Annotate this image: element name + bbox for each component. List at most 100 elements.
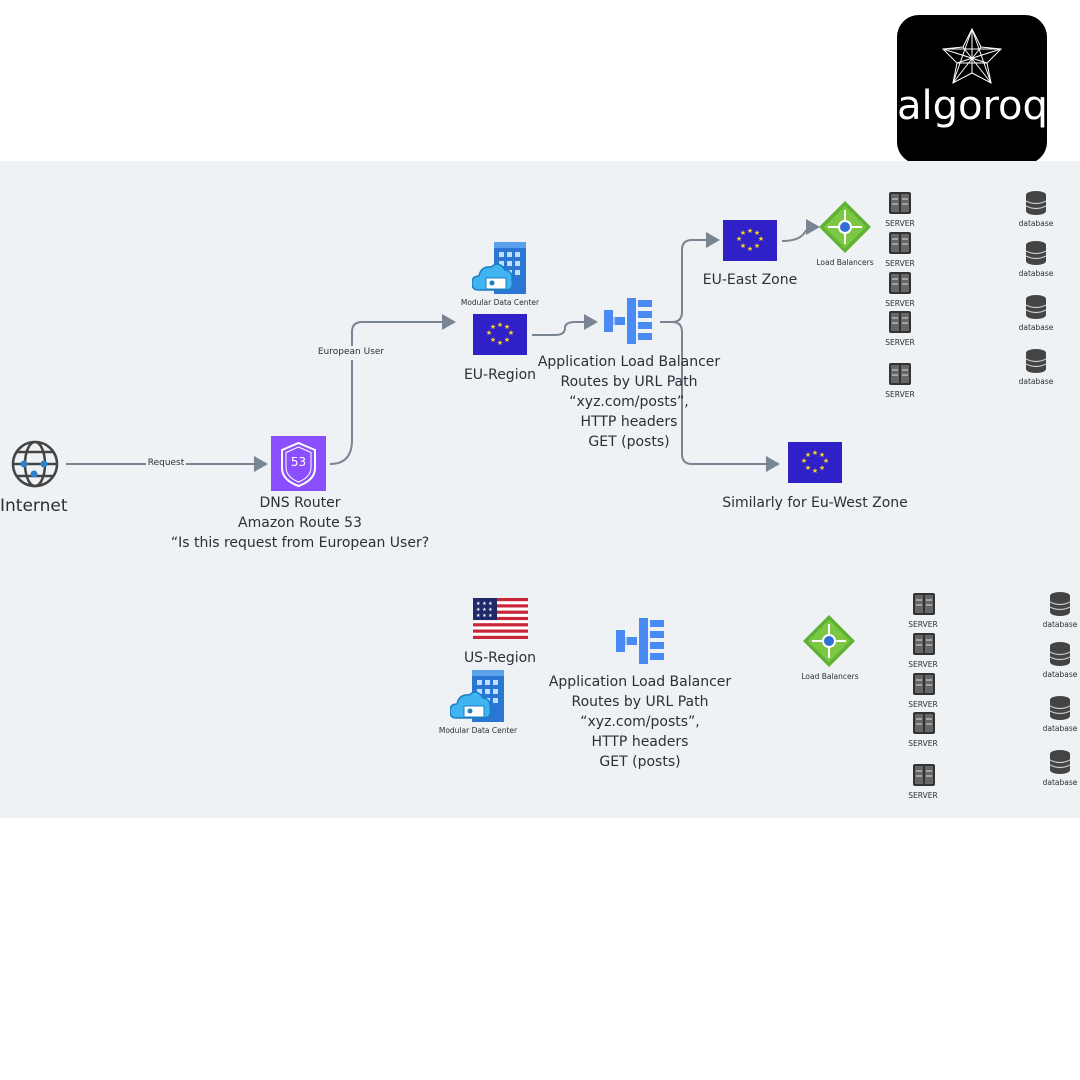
svg-text:★: ★ bbox=[497, 321, 503, 329]
arrow-alb-to-eu-east bbox=[660, 232, 720, 323]
us-alb-title: Application Load Balancer bbox=[548, 674, 732, 690]
modular-data-center-icon bbox=[472, 242, 526, 294]
load-balancer-icon bbox=[819, 201, 871, 253]
algoroq-logo: algoroq bbox=[897, 15, 1048, 164]
database-label: database bbox=[1042, 724, 1078, 733]
svg-text:★: ★ bbox=[754, 242, 760, 250]
server-label: SERVER bbox=[885, 259, 915, 268]
svg-text:★: ★ bbox=[740, 242, 746, 250]
server-label: SERVER bbox=[908, 660, 938, 669]
server-icon bbox=[913, 764, 935, 786]
european-user-label: European User bbox=[317, 347, 385, 357]
svg-text:★: ★ bbox=[819, 451, 825, 459]
eu-alb-headers: HTTP headers bbox=[580, 414, 678, 430]
svg-text:★: ★ bbox=[747, 245, 753, 253]
alb-icon bbox=[604, 298, 652, 344]
svg-text:★: ★ bbox=[486, 329, 492, 337]
arrow-dns-to-eu-region bbox=[329, 314, 456, 465]
svg-text:★: ★ bbox=[747, 227, 753, 235]
svg-text:★ ★ ★: ★ ★ ★ bbox=[476, 613, 493, 619]
server-label: SERVER bbox=[885, 390, 915, 399]
server-icon bbox=[889, 232, 911, 254]
svg-text:★ ★ ★: ★ ★ ★ bbox=[476, 607, 493, 613]
svg-text:★: ★ bbox=[801, 457, 807, 465]
svg-text:★: ★ bbox=[740, 229, 746, 237]
globe-icon bbox=[11, 440, 59, 488]
dns-route53-label: Amazon Route 53 bbox=[238, 515, 362, 531]
arrow-alb-to-eu-west bbox=[660, 321, 780, 472]
database-label: database bbox=[1042, 778, 1078, 787]
svg-text:★: ★ bbox=[819, 464, 825, 472]
server-label: SERVER bbox=[908, 700, 938, 709]
svg-text:★: ★ bbox=[758, 235, 764, 243]
arrow-eu-region-to-alb bbox=[532, 314, 598, 336]
database-label: database bbox=[1018, 219, 1054, 228]
database-label: database bbox=[1018, 269, 1054, 278]
server-label: SERVER bbox=[885, 219, 915, 228]
us-alb-routes: Routes by URL Path bbox=[571, 694, 709, 710]
svg-text:★: ★ bbox=[812, 449, 818, 457]
database-icon bbox=[1050, 750, 1070, 774]
us-alb-headers: HTTP headers bbox=[591, 734, 689, 750]
eu-west-flag-icon: ★★★ ★★★ ★★ bbox=[788, 442, 842, 483]
svg-text:★: ★ bbox=[805, 464, 811, 472]
server-label: SERVER bbox=[908, 791, 938, 800]
server-icon bbox=[913, 712, 935, 734]
server-icon bbox=[889, 192, 911, 214]
svg-text:★: ★ bbox=[736, 235, 742, 243]
us-flag-icon: ★ ★ ★★ ★ ★★ ★ ★ bbox=[473, 598, 528, 639]
svg-text:★: ★ bbox=[508, 329, 514, 337]
eu-flag-icon: ★★★ ★★★ ★★ bbox=[473, 314, 527, 355]
arrow-eu-east-to-lb bbox=[781, 219, 820, 242]
svg-text:★ ★ ★: ★ ★ ★ bbox=[476, 601, 493, 607]
database-icon bbox=[1050, 642, 1070, 666]
database-icon bbox=[1026, 295, 1046, 319]
server-label: SERVER bbox=[908, 620, 938, 629]
server-label: SERVER bbox=[908, 739, 938, 748]
us-modular-dc-label: Modular Data Center bbox=[438, 726, 518, 735]
load-balancer-icon bbox=[803, 615, 855, 667]
svg-text:★: ★ bbox=[490, 336, 496, 344]
database-label: database bbox=[1042, 670, 1078, 679]
database-icon bbox=[1050, 592, 1070, 616]
svg-text:★: ★ bbox=[823, 457, 829, 465]
database-label: database bbox=[1018, 377, 1054, 386]
server-label: SERVER bbox=[885, 338, 915, 347]
database-label: database bbox=[1042, 620, 1078, 629]
logo-text: algoroq bbox=[897, 83, 1048, 129]
database-icon bbox=[1026, 191, 1046, 215]
route53-badge: 53 bbox=[290, 455, 307, 469]
server-icon bbox=[913, 673, 935, 695]
dns-router-label: DNS Router bbox=[259, 495, 341, 511]
eu-east-zone-label: EU-East Zone bbox=[702, 272, 798, 288]
us-alb-get: GET (posts) bbox=[599, 754, 681, 770]
database-icon bbox=[1050, 696, 1070, 720]
diagram-canvas bbox=[0, 161, 1080, 818]
internet-label: Internet bbox=[0, 496, 68, 516]
eu-load-balancers-label: Load Balancers bbox=[816, 258, 874, 267]
eu-alb-path: “xyz.com/posts”, bbox=[569, 394, 689, 410]
database-label: database bbox=[1018, 323, 1054, 332]
us-region-label: US-Region bbox=[463, 650, 537, 666]
eu-west-zone-label: Similarly for Eu-West Zone bbox=[722, 495, 908, 511]
server-icon bbox=[889, 272, 911, 294]
modular-data-center-icon bbox=[450, 670, 504, 722]
svg-text:★: ★ bbox=[490, 323, 496, 331]
eu-alb-routes: Routes by URL Path bbox=[560, 374, 698, 390]
star-logo-icon bbox=[941, 27, 1003, 84]
dns-question-label: “Is this request from European User? bbox=[170, 535, 430, 551]
eu-alb-title: Application Load Balancer bbox=[537, 354, 721, 370]
svg-text:★: ★ bbox=[805, 451, 811, 459]
us-alb-path: “xyz.com/posts”, bbox=[580, 714, 700, 730]
server-icon bbox=[889, 311, 911, 333]
svg-text:★: ★ bbox=[497, 339, 503, 347]
server-icon bbox=[913, 633, 935, 655]
alb-icon bbox=[616, 618, 664, 664]
server-label: SERVER bbox=[885, 299, 915, 308]
eu-alb-get: GET (posts) bbox=[588, 434, 670, 450]
request-label: Request bbox=[147, 458, 185, 468]
eu-modular-dc-label: Modular Data Center bbox=[460, 298, 540, 307]
route53-icon: 53 bbox=[271, 436, 326, 491]
eu-east-flag-icon: ★★★ ★★★ ★★ bbox=[723, 220, 777, 261]
